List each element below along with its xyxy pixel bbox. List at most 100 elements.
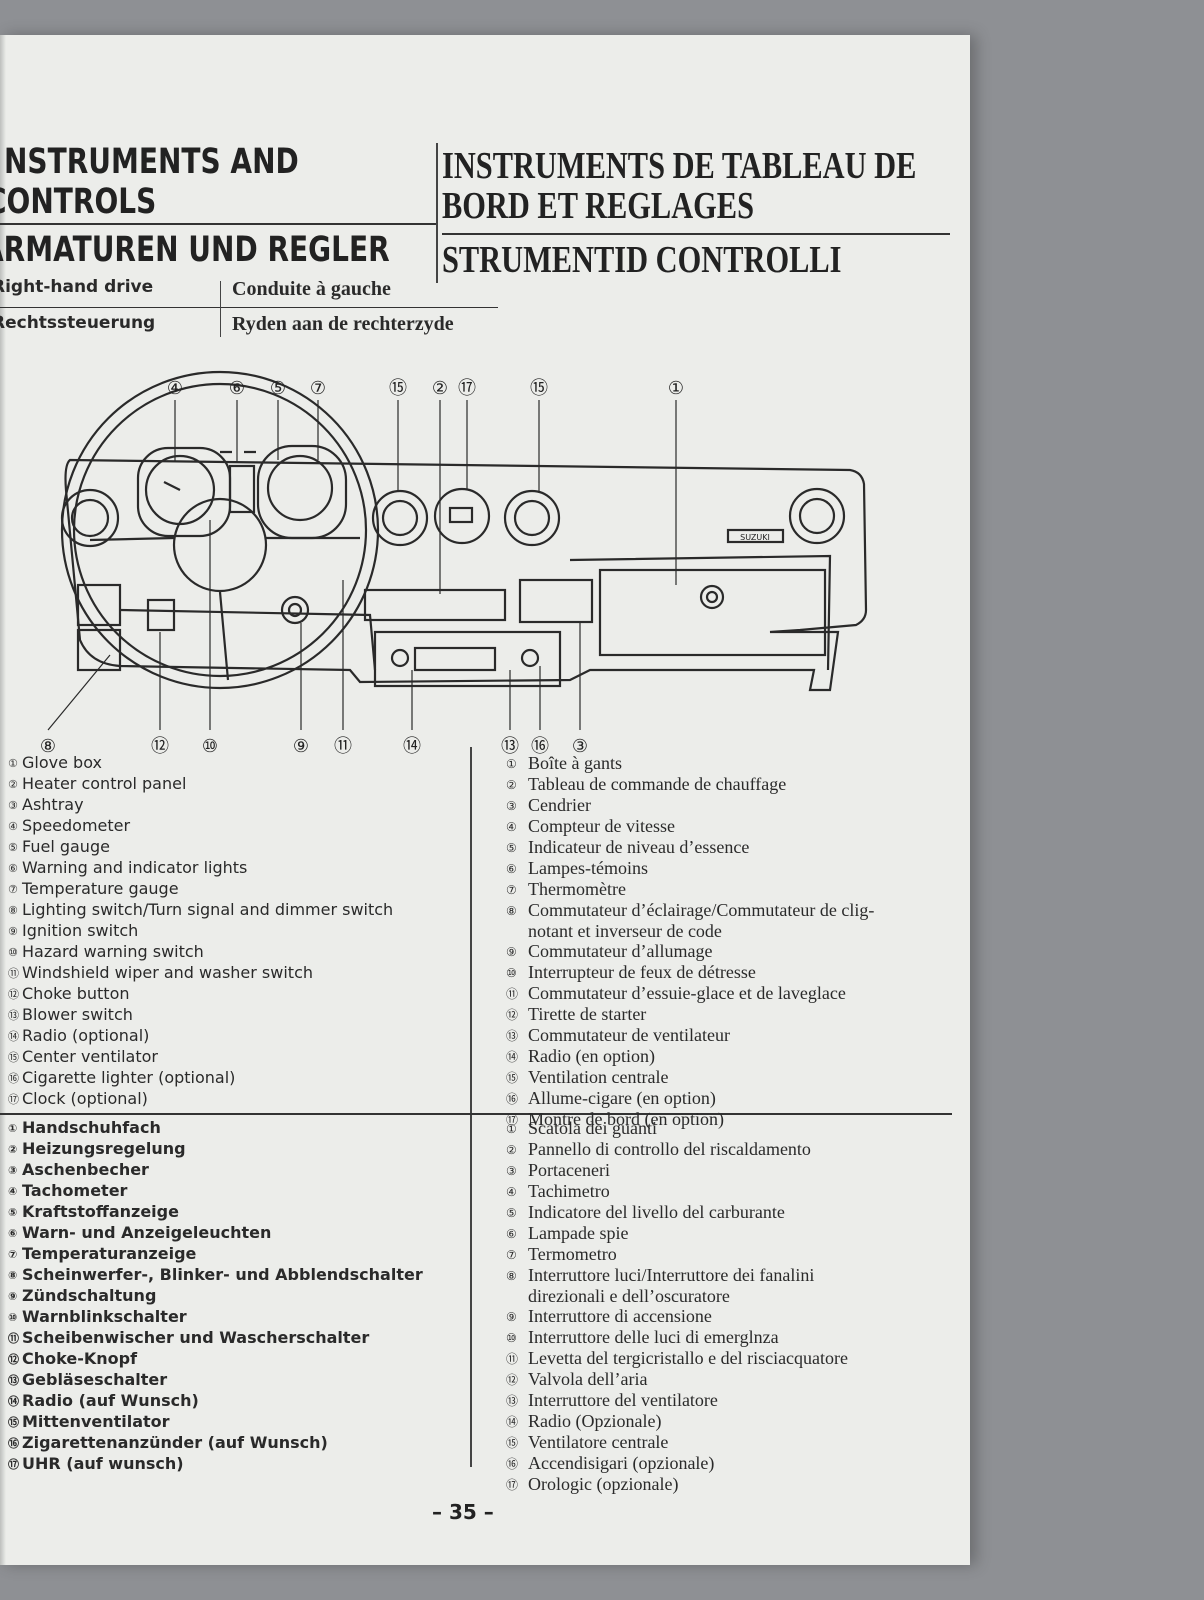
heading-en-line2: CONTROLS: [0, 182, 157, 222]
legend-number: ④: [506, 1185, 517, 1199]
legend-text: Ventilatore centrale: [528, 1432, 669, 1452]
legend-text: Aschenbecher: [22, 1160, 149, 1179]
legend-number: ①: [8, 1122, 18, 1135]
legend-number: ⑪: [506, 1352, 519, 1366]
legend-text: Commutateur de ventilateur: [528, 1025, 730, 1045]
legend-item-fr: ⑤ Indicateur de niveau d’essence: [506, 837, 874, 858]
legend-number: ⑧: [506, 1269, 517, 1283]
legend-text: Heizungsregelung: [22, 1139, 186, 1158]
legend-text: Heater control panel: [22, 774, 187, 793]
legend-number: ⑧: [506, 904, 517, 918]
legend-text: Indicatore del livello del carburante: [528, 1202, 785, 1222]
legend-number: ②: [8, 1143, 18, 1156]
legend-number: ⑬: [506, 1029, 519, 1043]
legend-text: Indicateur de niveau d’essence: [528, 837, 750, 857]
subheading-rule: [0, 307, 498, 308]
legend-number: ⑬: [506, 1394, 519, 1408]
column-divider: [470, 747, 472, 1467]
legend-number: ⑫: [8, 988, 19, 1001]
legend-text: Cendrier: [528, 795, 591, 815]
heading-de: ARMATUREN UND REGLER: [0, 230, 390, 270]
heading-en-line1: NSTRUMENTS AND: [4, 142, 299, 182]
page-number: – 35 –: [432, 1500, 494, 1524]
legend-number: ⑫: [8, 1353, 19, 1366]
legend-text: notant et inverseur de code: [528, 921, 722, 941]
legend-number: ⑩: [506, 966, 517, 980]
callout-bottom-3: ⑨: [293, 736, 309, 757]
suzuki-badge: SUZUKI: [740, 533, 770, 542]
legend-number: ⑮: [506, 1071, 519, 1085]
legend-number: ④: [506, 820, 517, 834]
legend-number: ⑩: [506, 1331, 517, 1345]
legend-number: ⑤: [506, 841, 517, 855]
legend-text: Montre de bord (en option): [528, 1109, 724, 1129]
legend-number: ⑮: [506, 1436, 519, 1450]
legend-text: Tachimetro: [528, 1181, 610, 1201]
callout-top-0: ④: [167, 378, 183, 399]
legend-number: ⑰: [506, 1113, 519, 1127]
legend-number: ①: [506, 757, 517, 771]
legend-text: Tableau de commande de chauffage: [528, 774, 787, 794]
legend-text: Ignition switch: [22, 921, 139, 940]
legend-item-de: ① Handschuhfach: [8, 1118, 423, 1139]
legend-text: Orologic (opzionale): [528, 1474, 679, 1494]
legend-number: ⑩: [8, 946, 18, 959]
callout-top-1: ⑥: [229, 378, 245, 399]
subheading-fr: Conduite à gauche: [232, 278, 391, 300]
legend-text: Speedometer: [22, 816, 131, 835]
legend-text: Lampes-témoins: [528, 858, 648, 878]
legend-number: ②: [506, 1143, 517, 1157]
subheading-de: Rechtssteuerung: [0, 313, 156, 333]
legend-number: ④: [8, 820, 18, 833]
legend-number: ⑰: [506, 1478, 519, 1492]
callout-bottom-7: ⑯: [531, 736, 549, 757]
legend-text: Cigarette lighter (optional): [22, 1068, 236, 1087]
subheading-nl: Ryden aan de rechterzyde: [232, 313, 454, 335]
legend-text: Handschuhfach: [22, 1118, 161, 1137]
legend-text: Interruttore del ventilatore: [528, 1390, 718, 1410]
heading-it: STRUMENTID CONTROLLI: [442, 239, 842, 281]
legend-text: Scatola dei guanti: [528, 1118, 657, 1138]
legend-text: Ashtray: [22, 795, 84, 814]
legend-item-it: ⑬ Interruttore del ventilatore: [506, 1390, 848, 1411]
legend-number: ③: [8, 1164, 18, 1177]
legend-number: ③: [506, 799, 517, 813]
legend-number: ⑬: [8, 1374, 19, 1387]
legend-item-de: ③ Aschenbecher: [8, 1160, 423, 1181]
legend-text: Termometro: [528, 1244, 617, 1264]
legend-text: Warn- und Anzeigeleuchten: [22, 1223, 272, 1242]
legend-text: Temperature gauge: [22, 879, 179, 898]
legend-number: ⑰: [8, 1093, 19, 1106]
legend-number: ①: [8, 757, 18, 770]
callout-bottom-1: ⑫: [151, 736, 169, 757]
legend-text: Zündschaltung: [22, 1286, 157, 1305]
legend-number: ⑭: [506, 1050, 519, 1064]
